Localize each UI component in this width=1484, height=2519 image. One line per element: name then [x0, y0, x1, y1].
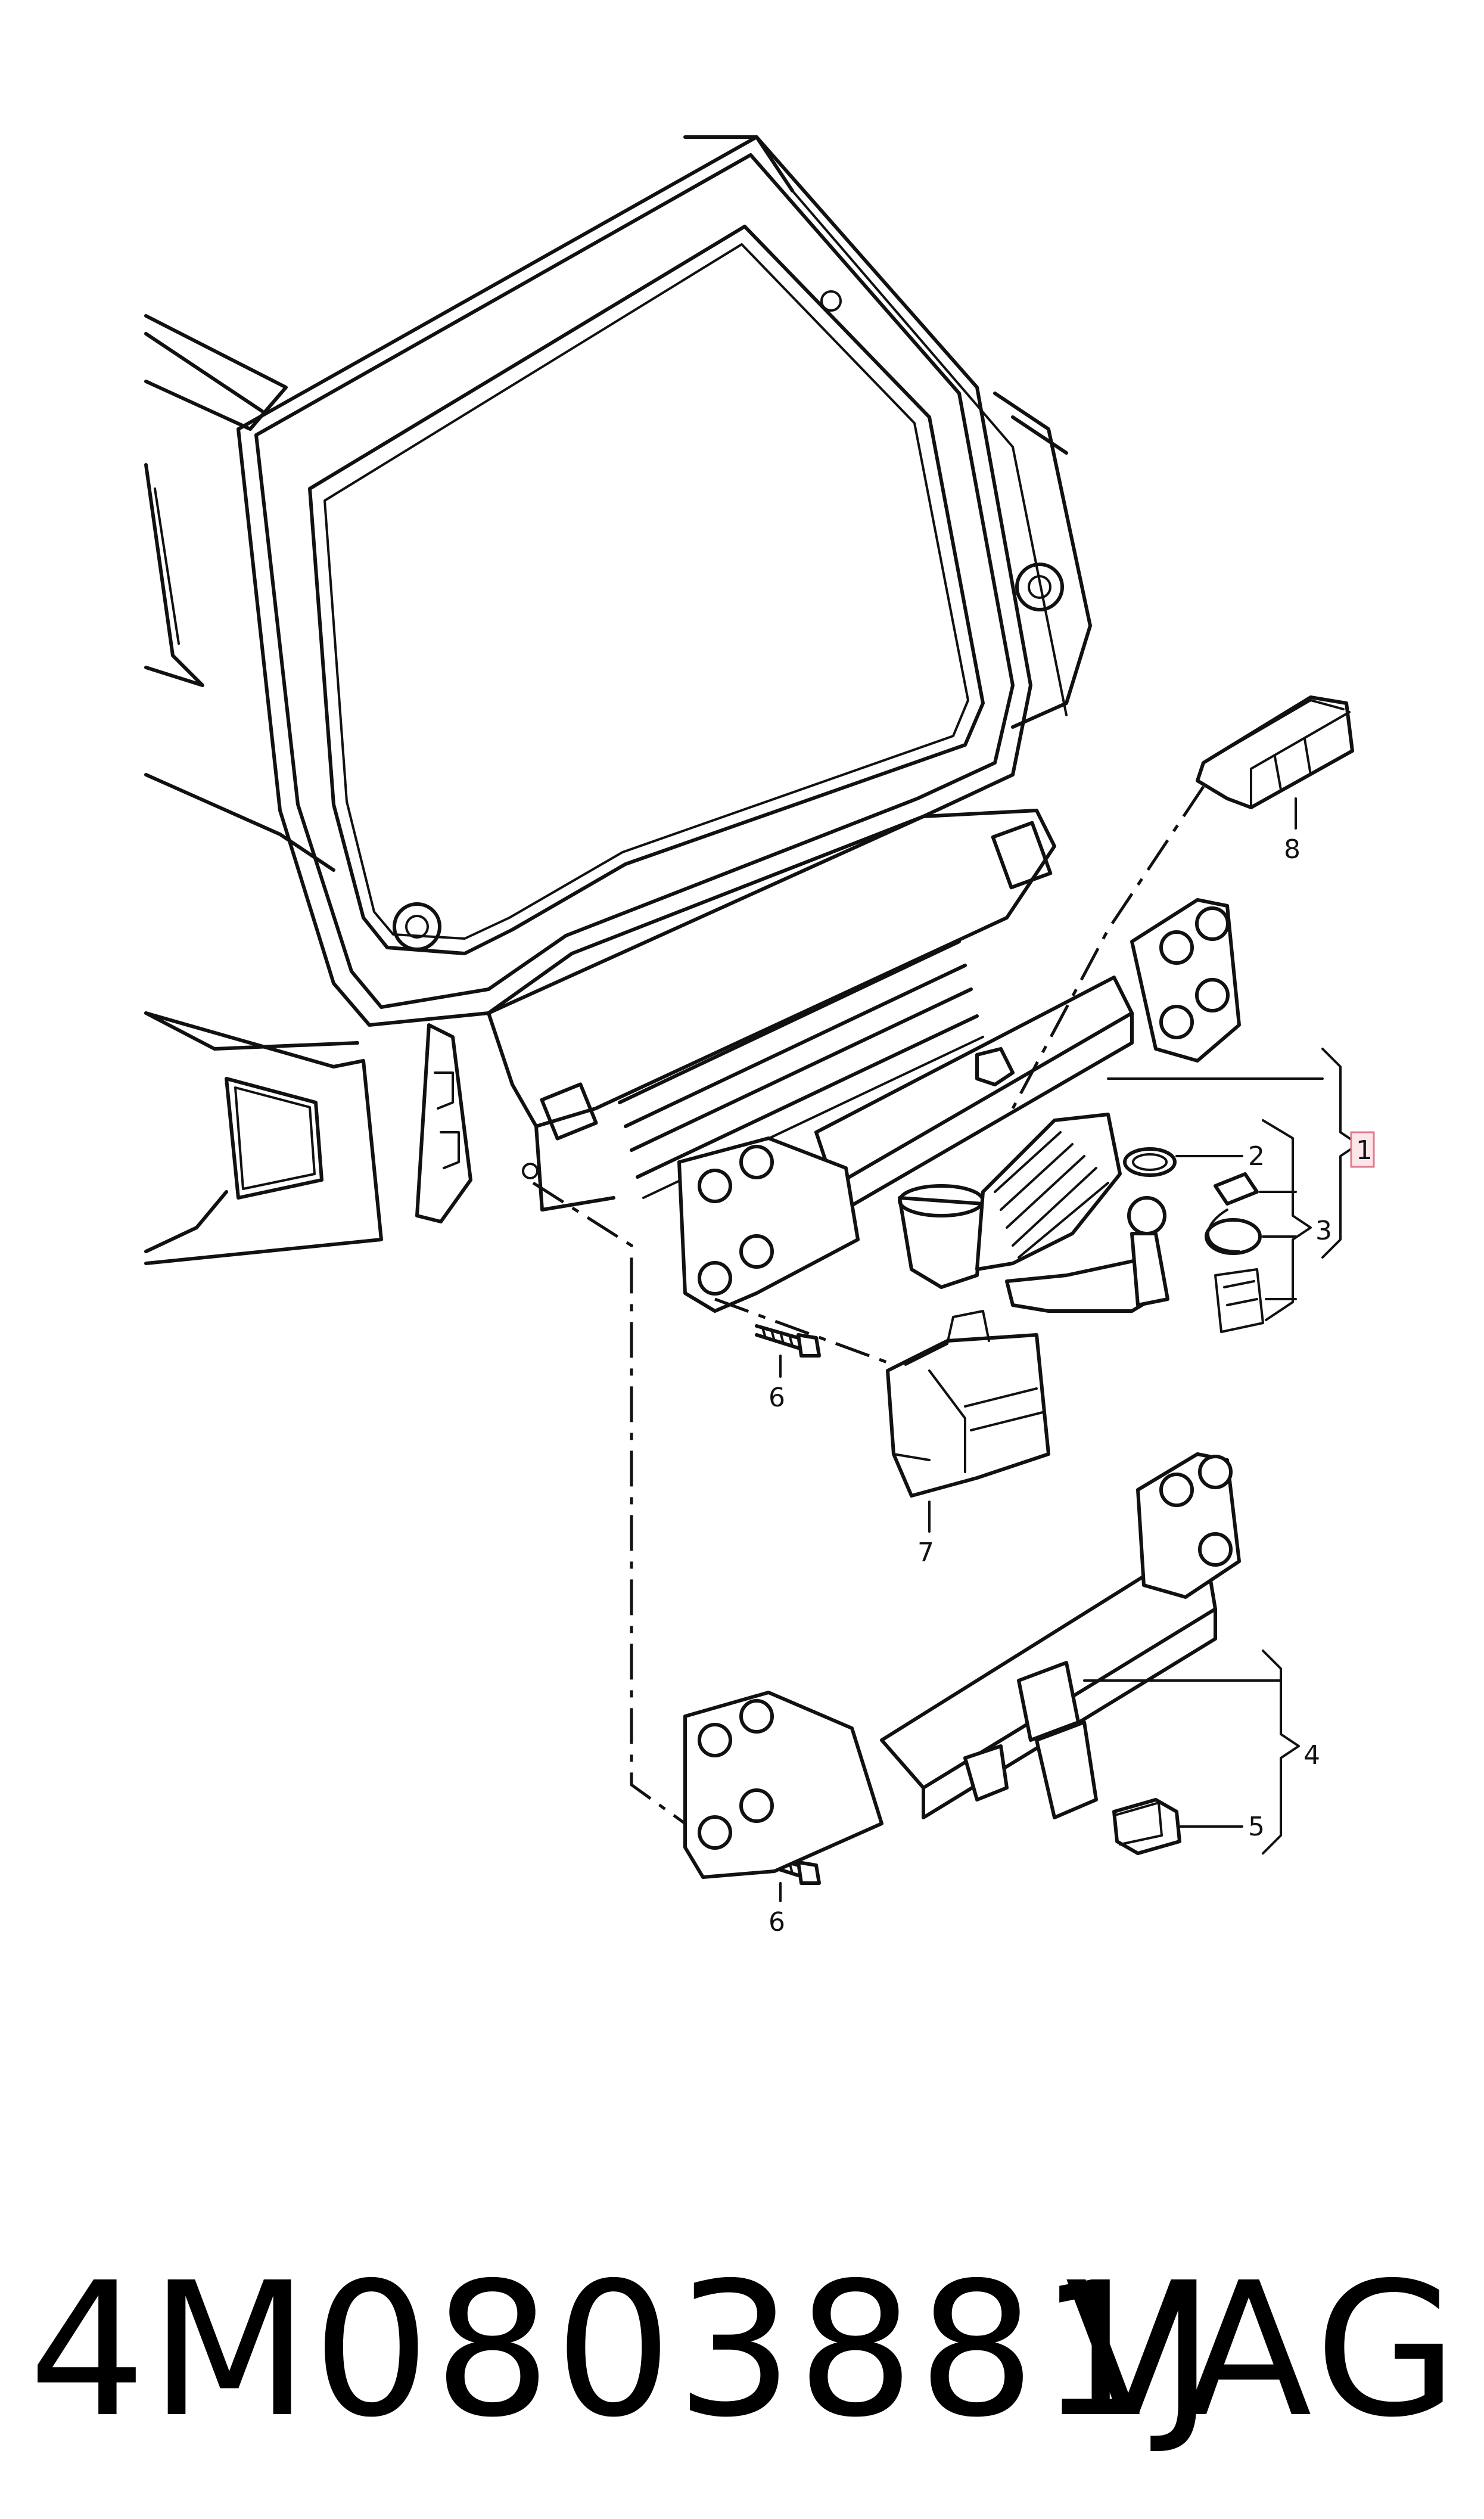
part-7-insert	[886, 1310, 1050, 1533]
callout-6-upper: 6	[769, 1383, 785, 1413]
brand-name: VAG	[1065, 2243, 1464, 2458]
part-2-ring	[1123, 1147, 1243, 1177]
callout-2: 2	[1248, 1141, 1265, 1172]
callout-3: 3	[1315, 1216, 1332, 1246]
callout-5: 5	[1248, 1812, 1265, 1842]
callout-labels: 1 2 3 4 5 6 6 7 8	[769, 834, 1375, 1937]
callout-4: 4	[1303, 1740, 1320, 1771]
callout-1-highlight	[1350, 1131, 1375, 1168]
part-number: 4M0803881J	[29, 2243, 1218, 2458]
part-4-towbar	[683, 1452, 1300, 1879]
part-5-cap	[1112, 1798, 1243, 1855]
assembly-leader-lines	[532, 785, 1205, 1825]
exploded-parts-diagram: 1 2 3 4 5 6 6 7 8	[144, 135, 1375, 1937]
callout-1: 1	[1356, 1135, 1373, 1166]
part-6-bolt-upper	[755, 1324, 821, 1378]
vehicle-rear-body	[144, 135, 1092, 1265]
callout-8: 8	[1284, 834, 1301, 865]
part-1-towbar-assembly	[677, 898, 1241, 1313]
callout-7: 7	[917, 1538, 934, 1568]
part-8-cover	[1196, 695, 1354, 830]
callout-6-lower: 6	[769, 1907, 785, 1937]
